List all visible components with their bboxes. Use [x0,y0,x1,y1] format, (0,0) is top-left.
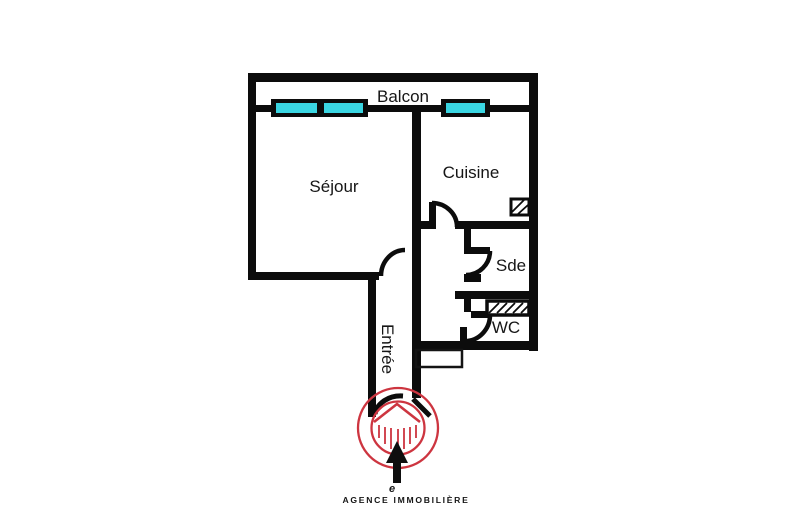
door-arc-sejour [378,247,406,277]
wall-left [248,73,256,280]
door-arc-entrance [372,393,404,415]
wall-corridor-left [368,272,376,417]
wall-bottom-right [412,341,538,350]
room-label-sejour: Séjour [309,177,358,196]
windows [271,99,490,117]
door-arc-sde [465,250,493,278]
duct-cuisine-hatch [511,199,529,215]
door-leaf-entrance [411,397,432,418]
door-leaf-wc [471,311,490,318]
entrance-arrow: e [386,441,408,495]
wall-divider-sejour-cuisine [412,105,421,398]
walls [248,73,538,417]
duct-cuisine [509,197,531,217]
wall-top [248,73,538,82]
room-labels: Balcon Séjour Cuisine Sde WC Entrée [309,87,526,374]
room-label-sde: Sde [496,256,526,275]
logo-house-lines-icon [378,425,417,453]
duct-wc-hatch [488,302,529,314]
wall-right [529,73,538,351]
wall-sejour-bottom [248,272,379,280]
window-glass-sejour-2 [324,103,363,113]
room-label-entree: Entrée [378,324,397,374]
agency-name-text: AGENCE IMMOBILIÈRE [342,495,469,505]
logo-house-roof-icon [373,402,421,424]
room-label-cuisine: Cuisine [443,163,500,182]
closet-niche [414,348,464,369]
wall-cuisine-sde [455,221,529,229]
wall-wc-jamb [460,327,467,341]
window-glass-cuisine [446,103,485,113]
room-label-wc: WC [492,318,520,337]
door-arc-wc [464,314,493,344]
wall-sde-left [464,229,471,254]
watermark-mark: e [389,483,395,495]
wall-cuisine-stub [421,221,432,229]
wall-sde-stub [464,274,481,282]
door-arcs [372,200,493,418]
room-label-balcon: Balcon [377,87,429,106]
door-leaf-cuisine [429,202,436,229]
window-glass-sejour-1 [276,103,317,113]
wall-wc-top [455,291,529,299]
arrow-shaft-icon [393,461,401,483]
arrow-head-icon [386,441,408,463]
door-leaf-sde [464,247,490,254]
wall-wc-left-stub [464,299,471,312]
hatched-ducts [485,197,531,317]
door-arc-cuisine [431,200,460,228]
wall-balcony-window-line [252,105,531,112]
